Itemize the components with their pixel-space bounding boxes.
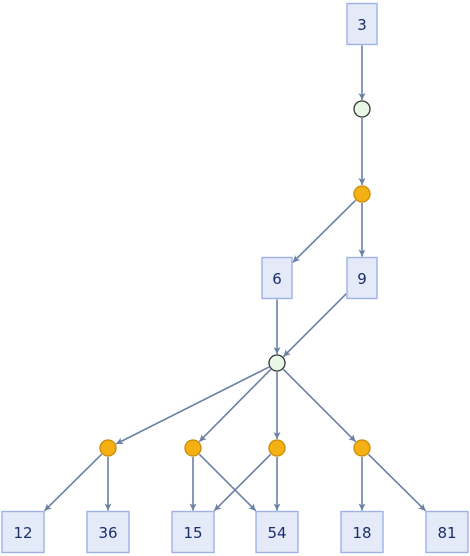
value-node-15: 15 — [171, 510, 215, 554]
edge-n9-to-j2 — [282, 293, 347, 358]
join-node-j2 — [268, 354, 286, 372]
edge-arrow — [198, 453, 257, 512]
value-node-6: 6 — [261, 256, 293, 300]
value-node-36: 36 — [86, 510, 130, 554]
value-node-3: 3 — [346, 2, 378, 46]
split-node-s3 — [184, 439, 202, 457]
edge-arrow — [43, 453, 103, 512]
value-node-label: 18 — [352, 524, 371, 542]
value-node-box — [255, 510, 299, 554]
join-node-j1 — [353, 100, 371, 118]
value-node-box — [340, 510, 384, 554]
split-node-s2 — [99, 439, 117, 457]
value-node-box — [171, 510, 215, 554]
edge-j2-to-s3 — [198, 368, 272, 443]
edge-arrow — [292, 199, 357, 264]
edge-j2-to-s5 — [282, 368, 357, 443]
value-node-label: 9 — [357, 270, 367, 288]
value-node-box — [1, 510, 45, 554]
value-node-81: 81 — [425, 510, 469, 554]
edge-s5-to-n81 — [367, 453, 427, 512]
edge-arrow — [282, 293, 347, 358]
edges-layer — [43, 45, 427, 512]
edge-arrow — [282, 368, 357, 443]
value-node-box — [346, 2, 378, 46]
value-node-54: 54 — [255, 510, 299, 554]
value-node-label: 36 — [98, 524, 117, 542]
value-node-label: 3 — [357, 16, 367, 34]
value-node-box — [86, 510, 130, 554]
value-node-label: 54 — [267, 524, 286, 542]
split-node-s5 — [353, 439, 371, 457]
value-node-box — [346, 256, 378, 300]
value-node-label: 6 — [272, 270, 282, 288]
value-node-9: 9 — [346, 256, 378, 300]
split-node-s1 — [353, 185, 371, 203]
edge-s4-to-n15 — [213, 453, 272, 512]
edge-j2-to-s2 — [115, 366, 270, 445]
value-node-12: 12 — [1, 510, 45, 554]
value-node-label: 12 — [13, 524, 32, 542]
value-node-label: 81 — [437, 524, 456, 542]
value-node-label: 15 — [183, 524, 202, 542]
edge-arrow — [213, 453, 272, 512]
split-node-s4 — [268, 439, 286, 457]
value-node-box — [425, 510, 469, 554]
value-node-18: 18 — [340, 510, 384, 554]
edge-s1-to-n6 — [292, 199, 357, 264]
value-node-box — [261, 256, 293, 300]
edge-s2-to-n12 — [43, 453, 103, 512]
edge-arrow — [367, 453, 427, 512]
edge-arrow — [198, 368, 272, 443]
edge-arrow — [115, 366, 270, 445]
edge-s3-to-n54 — [198, 453, 257, 512]
